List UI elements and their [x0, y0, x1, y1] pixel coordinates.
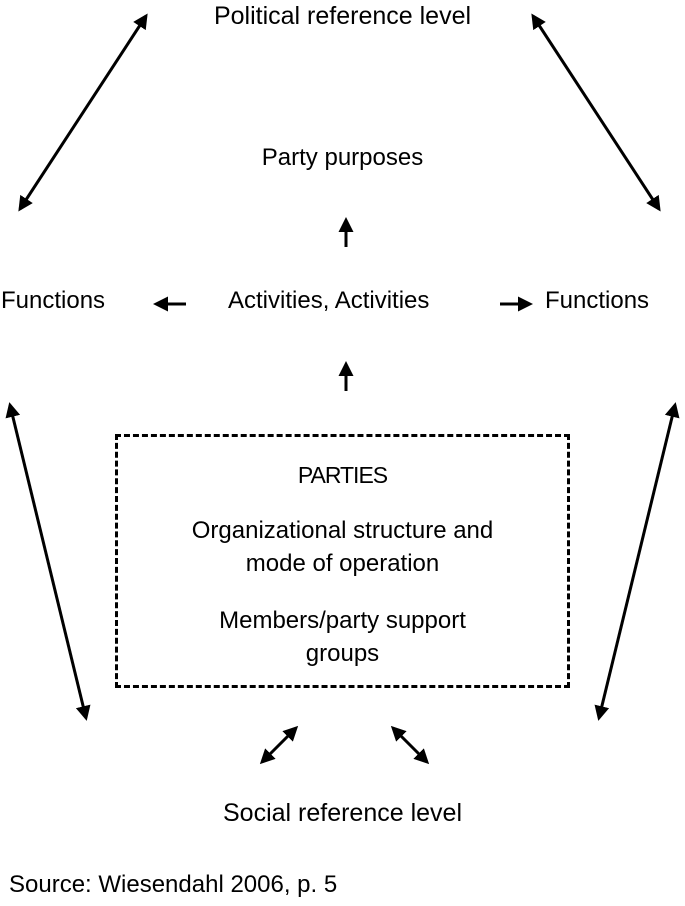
arrow-bottom-right: [594, 402, 680, 721]
arrow-top-right: [531, 13, 661, 212]
organizational-structure-line-2: mode of operation: [245, 550, 440, 577]
arrow-box-to-social-left: [259, 725, 299, 765]
political-reference-level-label: Political reference level: [213, 2, 472, 30]
parties-box: PARTIES Organizational structure and mod…: [115, 434, 570, 688]
activities-label: Activities, Activities: [228, 287, 430, 314]
social-reference-level-label: Social reference level: [222, 799, 462, 827]
organizational-structure-line-1: Organizational structure and: [191, 517, 494, 544]
members-line-1: Members/party support: [219, 607, 466, 634]
functions-left-label: Functions: [1, 287, 106, 314]
functions-right-label: Functions: [545, 287, 650, 314]
members-text: Members/party support groups: [118, 604, 567, 670]
arrow-bottom-left: [5, 402, 91, 721]
members-line-2: groups: [305, 640, 380, 667]
source-citation: Source: Wiesendahl 2006, p. 5: [9, 871, 338, 898]
arrow-top-left: [18, 13, 148, 212]
arrow-box-to-social-right: [390, 725, 430, 765]
party-purposes-label: Party purposes: [261, 144, 424, 171]
parties-title: PARTIES: [297, 462, 388, 488]
organizational-structure-text: Organizational structure and mode of ope…: [118, 514, 567, 580]
